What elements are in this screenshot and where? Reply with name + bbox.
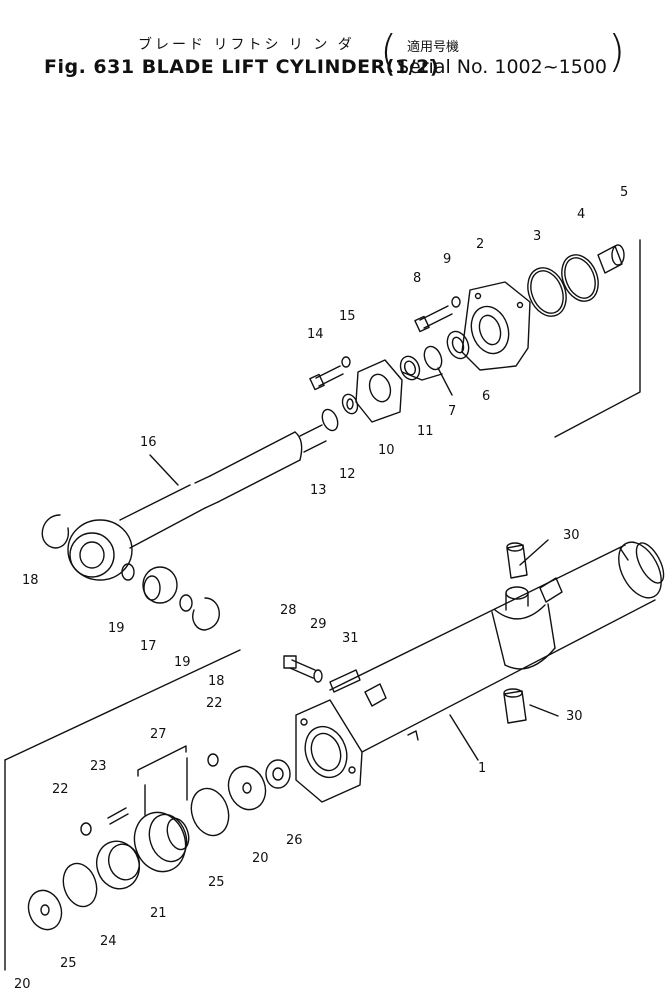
serial-bracket-left: ( — [380, 26, 398, 77]
serial-range: Serial No. 1002~1500 — [397, 56, 608, 78]
title-japanese: ブレード リフトシ リ ン ダ — [138, 37, 355, 53]
callout-12: 12 — [339, 467, 356, 482]
callout-22b: 22 — [206, 696, 223, 711]
callout-31: 31 — [342, 631, 359, 646]
callout-17: 17 — [140, 639, 157, 654]
callout-5: 5 — [620, 185, 628, 200]
callout-15: 15 — [339, 309, 356, 324]
serial-bracket-right: ) — [608, 26, 626, 77]
callout-25b: 25 — [208, 875, 225, 890]
callout-22a: 22 — [52, 782, 69, 797]
figure-title: Fig. 631 BLADE LIFT CYLINDER(1/2) — [44, 56, 439, 78]
callout-30b: 30 — [566, 709, 583, 724]
callout-30a: 30 — [563, 528, 580, 543]
callout-10: 10 — [378, 443, 395, 458]
callout-11: 11 — [417, 424, 434, 439]
o-ring-3 — [527, 267, 567, 317]
o-ring-4 — [561, 254, 599, 302]
callout-23: 23 — [90, 759, 107, 774]
cylinder-tube-part — [295, 541, 665, 803]
callout-1: 1 — [478, 761, 486, 776]
callout-19b: 19 — [174, 655, 191, 670]
callout-18a: 18 — [22, 573, 39, 588]
callout-27: 27 — [150, 727, 167, 742]
piston-rod-part — [67, 424, 327, 581]
callout-13: 13 — [310, 483, 327, 498]
callout-20b: 20 — [14, 977, 31, 990]
callout-28: 28 — [280, 603, 297, 618]
callout-21: 21 — [150, 906, 167, 921]
callout-3: 3 — [533, 229, 541, 244]
callout-24: 24 — [100, 934, 117, 949]
callout-4: 4 — [577, 207, 585, 222]
callout-18b: 18 — [208, 674, 225, 689]
callout-20a: 20 — [252, 851, 269, 866]
callout-labels: 2 3 4 5 6 7 8 9 10 11 12 13 14 15 16 17 … — [14, 185, 628, 990]
callout-8: 8 — [413, 271, 421, 286]
callout-7: 7 — [448, 404, 456, 419]
callout-2: 2 — [476, 237, 484, 252]
callout-9: 9 — [443, 252, 451, 267]
callout-26: 26 — [286, 833, 303, 848]
callout-6: 6 — [482, 389, 490, 404]
callout-25a: 25 — [60, 956, 77, 971]
callout-29: 29 — [310, 617, 327, 632]
callout-16: 16 — [140, 435, 157, 450]
bushing-5 — [597, 245, 623, 274]
gland-housing-part — [461, 281, 531, 371]
callout-14: 14 — [307, 327, 324, 342]
serial-label-japanese: 適用号機 — [407, 40, 460, 55]
callout-19a: 19 — [108, 621, 125, 636]
